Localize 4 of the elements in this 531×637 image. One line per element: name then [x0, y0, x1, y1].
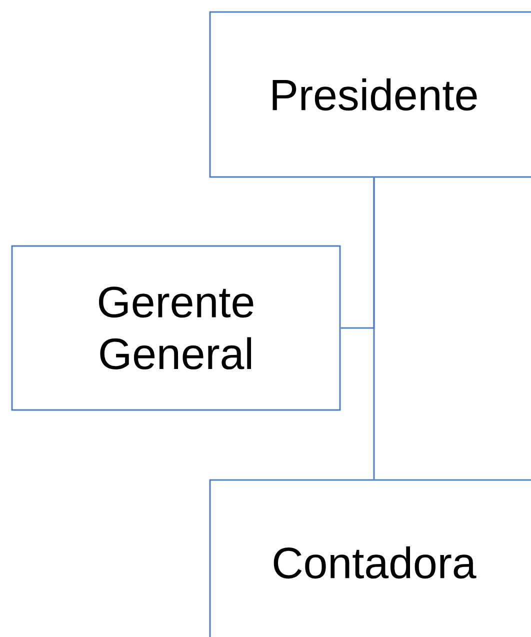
org-box: Gerente General [11, 245, 341, 411]
org-box: Presidente [209, 11, 531, 178]
connector-line [373, 178, 375, 480]
org-box: Contadora [209, 479, 531, 637]
